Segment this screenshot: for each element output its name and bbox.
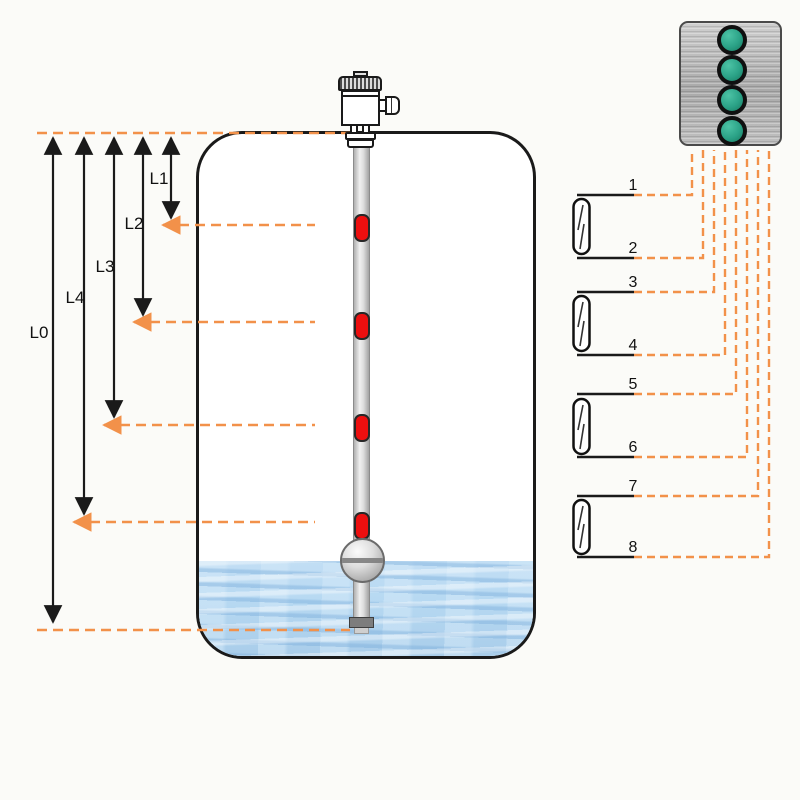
reed-switch-symbol-1 — [572, 197, 591, 256]
panel-wires — [634, 150, 771, 559]
reed-switch-point-1 — [354, 214, 370, 242]
led-indicator-4 — [717, 116, 747, 146]
cable-gland-nut — [385, 96, 400, 115]
dimension-arrows — [43, 136, 181, 624]
terminal-label-7: 7 — [628, 478, 638, 495]
reed-switch-symbol-3 — [572, 397, 591, 456]
dimension-label-L2: L2 — [124, 214, 144, 233]
wire-8 — [634, 150, 771, 559]
wire-3 — [634, 150, 716, 294]
wiring — [577, 150, 771, 559]
wire-5 — [634, 150, 738, 396]
sensor-head-body — [341, 90, 380, 126]
dimension-label-L0: L0 — [29, 323, 49, 342]
wire-2 — [634, 150, 705, 260]
dimension-label-L1: L1 — [149, 169, 169, 188]
wire-1 — [634, 150, 694, 197]
reed-switch-symbol-4 — [572, 498, 591, 556]
switch-leads — [577, 193, 634, 559]
led-indicator-1 — [717, 25, 747, 55]
probe-tube — [353, 147, 370, 545]
led-indicator-2 — [717, 55, 747, 85]
probe-lower-tube — [353, 577, 370, 621]
dimension-label-L4: L4 — [65, 288, 85, 307]
sensor-head-cap — [338, 76, 382, 91]
sensor-head-seam — [343, 95, 378, 97]
terminal-label-6: 6 — [628, 439, 638, 456]
led-indicator-3 — [717, 85, 747, 115]
float-ball — [340, 538, 385, 583]
reed-switch-point-2 — [354, 312, 370, 340]
terminal-label-8: 8 — [628, 539, 638, 556]
terminal-label-2: 2 — [628, 240, 638, 257]
mounting-flange-lower — [347, 139, 374, 148]
control-panel — [679, 21, 782, 146]
wire-4 — [634, 150, 727, 357]
dimension-label-L3: L3 — [95, 257, 115, 276]
cable-gland-seam — [391, 98, 392, 113]
float-seam — [342, 558, 383, 563]
terminal-label-1: 1 — [628, 177, 638, 194]
reed-switch-symbols — [572, 197, 591, 556]
terminal-label-3: 3 — [628, 274, 638, 291]
reed-switch-point-3 — [354, 414, 370, 442]
terminal-label-5: 5 — [628, 376, 638, 393]
terminal-label-4: 4 — [628, 337, 638, 354]
probe-end-cap — [349, 617, 374, 628]
wire-6 — [634, 150, 749, 459]
wire-7 — [634, 150, 760, 498]
reed-switch-point-4 — [354, 512, 370, 540]
reed-switch-symbol-2 — [572, 294, 591, 353]
